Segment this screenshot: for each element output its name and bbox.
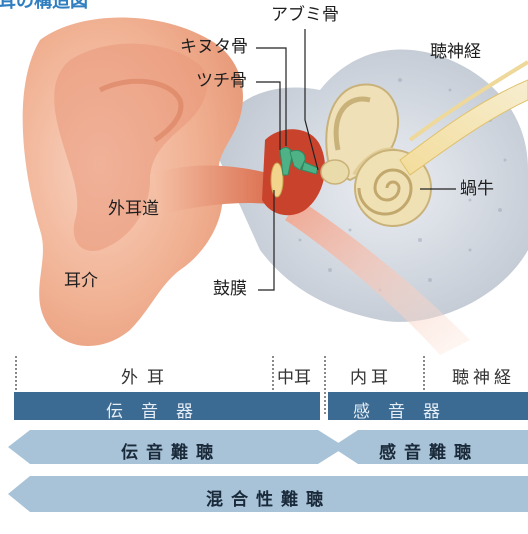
divider-outer-middle: [272, 356, 274, 414]
label-ear-canal: 外耳道: [108, 199, 159, 219]
eardrum-shape: [270, 162, 284, 198]
header-title: 耳の構造図: [0, 0, 88, 12]
leader-lines: [256, 29, 456, 291]
label-pinna: 耳介: [64, 271, 98, 291]
label-incus: キヌタ骨: [180, 37, 248, 57]
divider-left: [15, 356, 17, 414]
label-auditory-nerve: 聴神経: [430, 42, 481, 62]
section-outer-ear: 外耳: [121, 368, 173, 388]
eustachian-tube: [285, 200, 470, 355]
arrow-sensorineural: [332, 430, 528, 464]
ossicles: [279, 147, 319, 176]
bar-conductive-label: 伝音器: [106, 402, 211, 422]
section-nerve: 聴神経: [452, 368, 515, 388]
label-mixed-loss: 混合性難聴: [206, 490, 331, 510]
divider-inner-nerve: [423, 356, 425, 414]
arrow-mixed: [8, 476, 528, 512]
bar-sensorineural-label: 感音器: [353, 402, 458, 422]
pinna-shape: [22, 17, 243, 347]
label-conductive-loss: 伝音難聴: [121, 443, 221, 463]
label-cochlea: 蝸牛: [460, 179, 494, 199]
label-eardrum: 鼓膜: [213, 279, 247, 299]
label-sensorineural-loss: 感音難聴: [379, 443, 479, 463]
label-stapes: アブミ骨: [271, 5, 339, 25]
ear-illustration: [22, 17, 528, 355]
ear-canal-shape: [150, 165, 280, 215]
auditory-nerve-shape: [399, 79, 528, 176]
label-malleus: ツチ骨: [196, 71, 247, 91]
section-middle-ear: 中耳: [277, 368, 311, 388]
divider-middle-inner: [324, 356, 326, 414]
bar-conductive-organ: [14, 392, 320, 420]
hearing-loss-arrows: [8, 430, 528, 512]
bar-sensorineural-organ: [328, 392, 528, 420]
arrow-conductive: [8, 430, 345, 464]
section-inner-ear: 内耳: [350, 368, 392, 388]
